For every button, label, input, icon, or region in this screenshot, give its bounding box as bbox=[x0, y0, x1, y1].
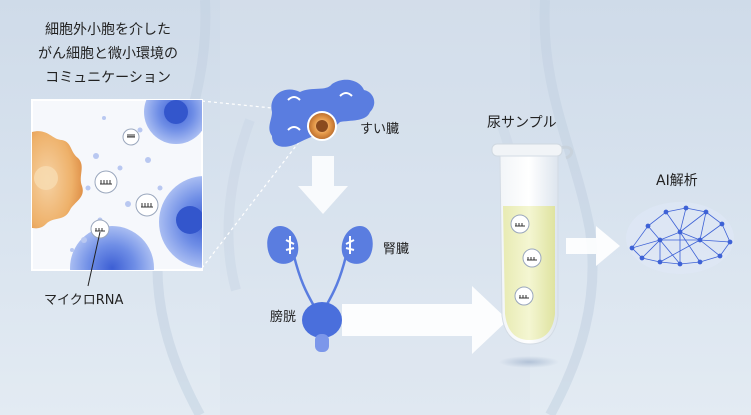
caption-line-1: 細胞外小胞を介した bbox=[45, 22, 171, 38]
exosome-vesicles bbox=[90, 128, 159, 239]
microenvironment-inset bbox=[31, 99, 203, 287]
pancreas-organ bbox=[269, 79, 375, 147]
sample-vesicles bbox=[510, 214, 542, 306]
bladder-organ bbox=[302, 302, 342, 352]
kidneys-organ bbox=[267, 226, 373, 307]
cell-nucleus bbox=[164, 100, 188, 124]
caption-line-2: がん細胞と微小環境の bbox=[38, 46, 178, 62]
body-torso-shade bbox=[220, 0, 530, 415]
ai-analysis-label: AI解析 bbox=[656, 173, 698, 189]
arrow-to-ai bbox=[566, 226, 620, 266]
cell-nucleus bbox=[176, 206, 202, 234]
microrna-label: マイクロRNA bbox=[44, 293, 124, 308]
microenvironment-caption: 細胞外小胞を介した がん細胞と微小環境の コミュニケーション bbox=[8, 18, 208, 90]
ai-network-brain bbox=[626, 202, 734, 274]
kidney-label: 腎臓 bbox=[383, 242, 410, 257]
pancreas-label: すい臓 bbox=[360, 122, 400, 137]
stromal-cell bbox=[70, 226, 154, 270]
microrna-strands bbox=[95, 134, 153, 232]
vesicles bbox=[70, 116, 163, 252]
arrow-down bbox=[298, 156, 348, 214]
microrna-pointer bbox=[87, 231, 101, 287]
urine-sample-tube bbox=[491, 143, 574, 368]
arrow-to-sample bbox=[342, 286, 508, 354]
urine-sample-label: 尿サンプル bbox=[487, 115, 557, 131]
caption-line-3: コミュニケーション bbox=[45, 70, 171, 86]
bladder-label: 膀胱 bbox=[270, 310, 297, 325]
